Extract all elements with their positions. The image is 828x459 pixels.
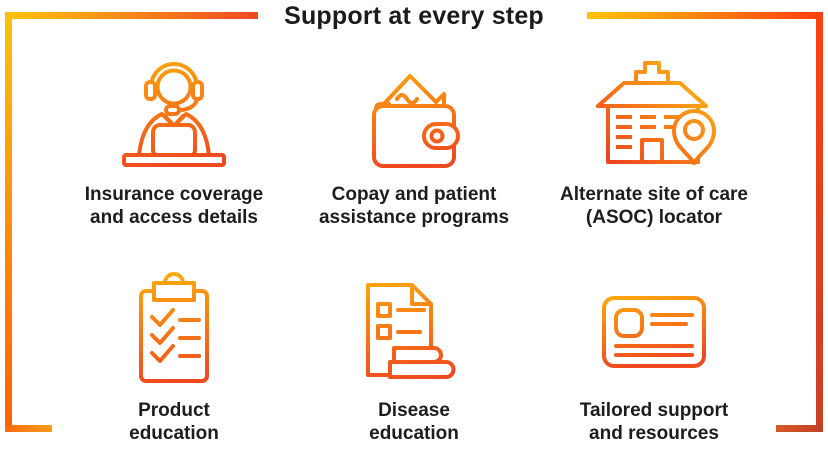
hospital-location-pin-icon: [588, 42, 720, 170]
frame-left-border: [5, 12, 12, 432]
frame-bottom-left-segment: [5, 425, 52, 432]
feature-label: Product education: [129, 400, 219, 444]
feature-label: Copay and patient assistance programs: [318, 184, 510, 228]
frame-top-right-segment: [587, 12, 823, 19]
feature-label: Insurance coverage and access details: [84, 184, 264, 228]
frame-top-left-segment: [5, 12, 258, 19]
id-card-icon: [600, 260, 708, 386]
feature-tailored-support: Tailored support and resources: [534, 260, 774, 445]
frame-bottom-right-segment: [776, 425, 823, 432]
feature-grid: Insurance coverage and access details: [54, 42, 774, 445]
feature-copay-assistance: Copay and patient assistance programs: [294, 42, 534, 260]
wallet-icon: [364, 42, 464, 170]
feature-product-education: Product education: [54, 260, 294, 445]
feature-insurance-coverage: Insurance coverage and access details: [54, 42, 294, 260]
support-agent-icon: [122, 42, 226, 170]
feature-label: Alternate site of care (ASOC) locator: [560, 184, 748, 228]
feature-asoc-locator: Alternate site of care (ASOC) locator: [534, 42, 774, 260]
frame-right-border: [816, 12, 823, 432]
feature-disease-education: Disease education: [294, 260, 534, 445]
clipboard-checklist-icon: [136, 260, 212, 386]
feature-label: Disease education: [369, 400, 459, 444]
feature-label: Tailored support and resources: [579, 400, 729, 444]
page-title: Support at every step: [284, 2, 544, 30]
document-books-icon: [362, 260, 466, 386]
